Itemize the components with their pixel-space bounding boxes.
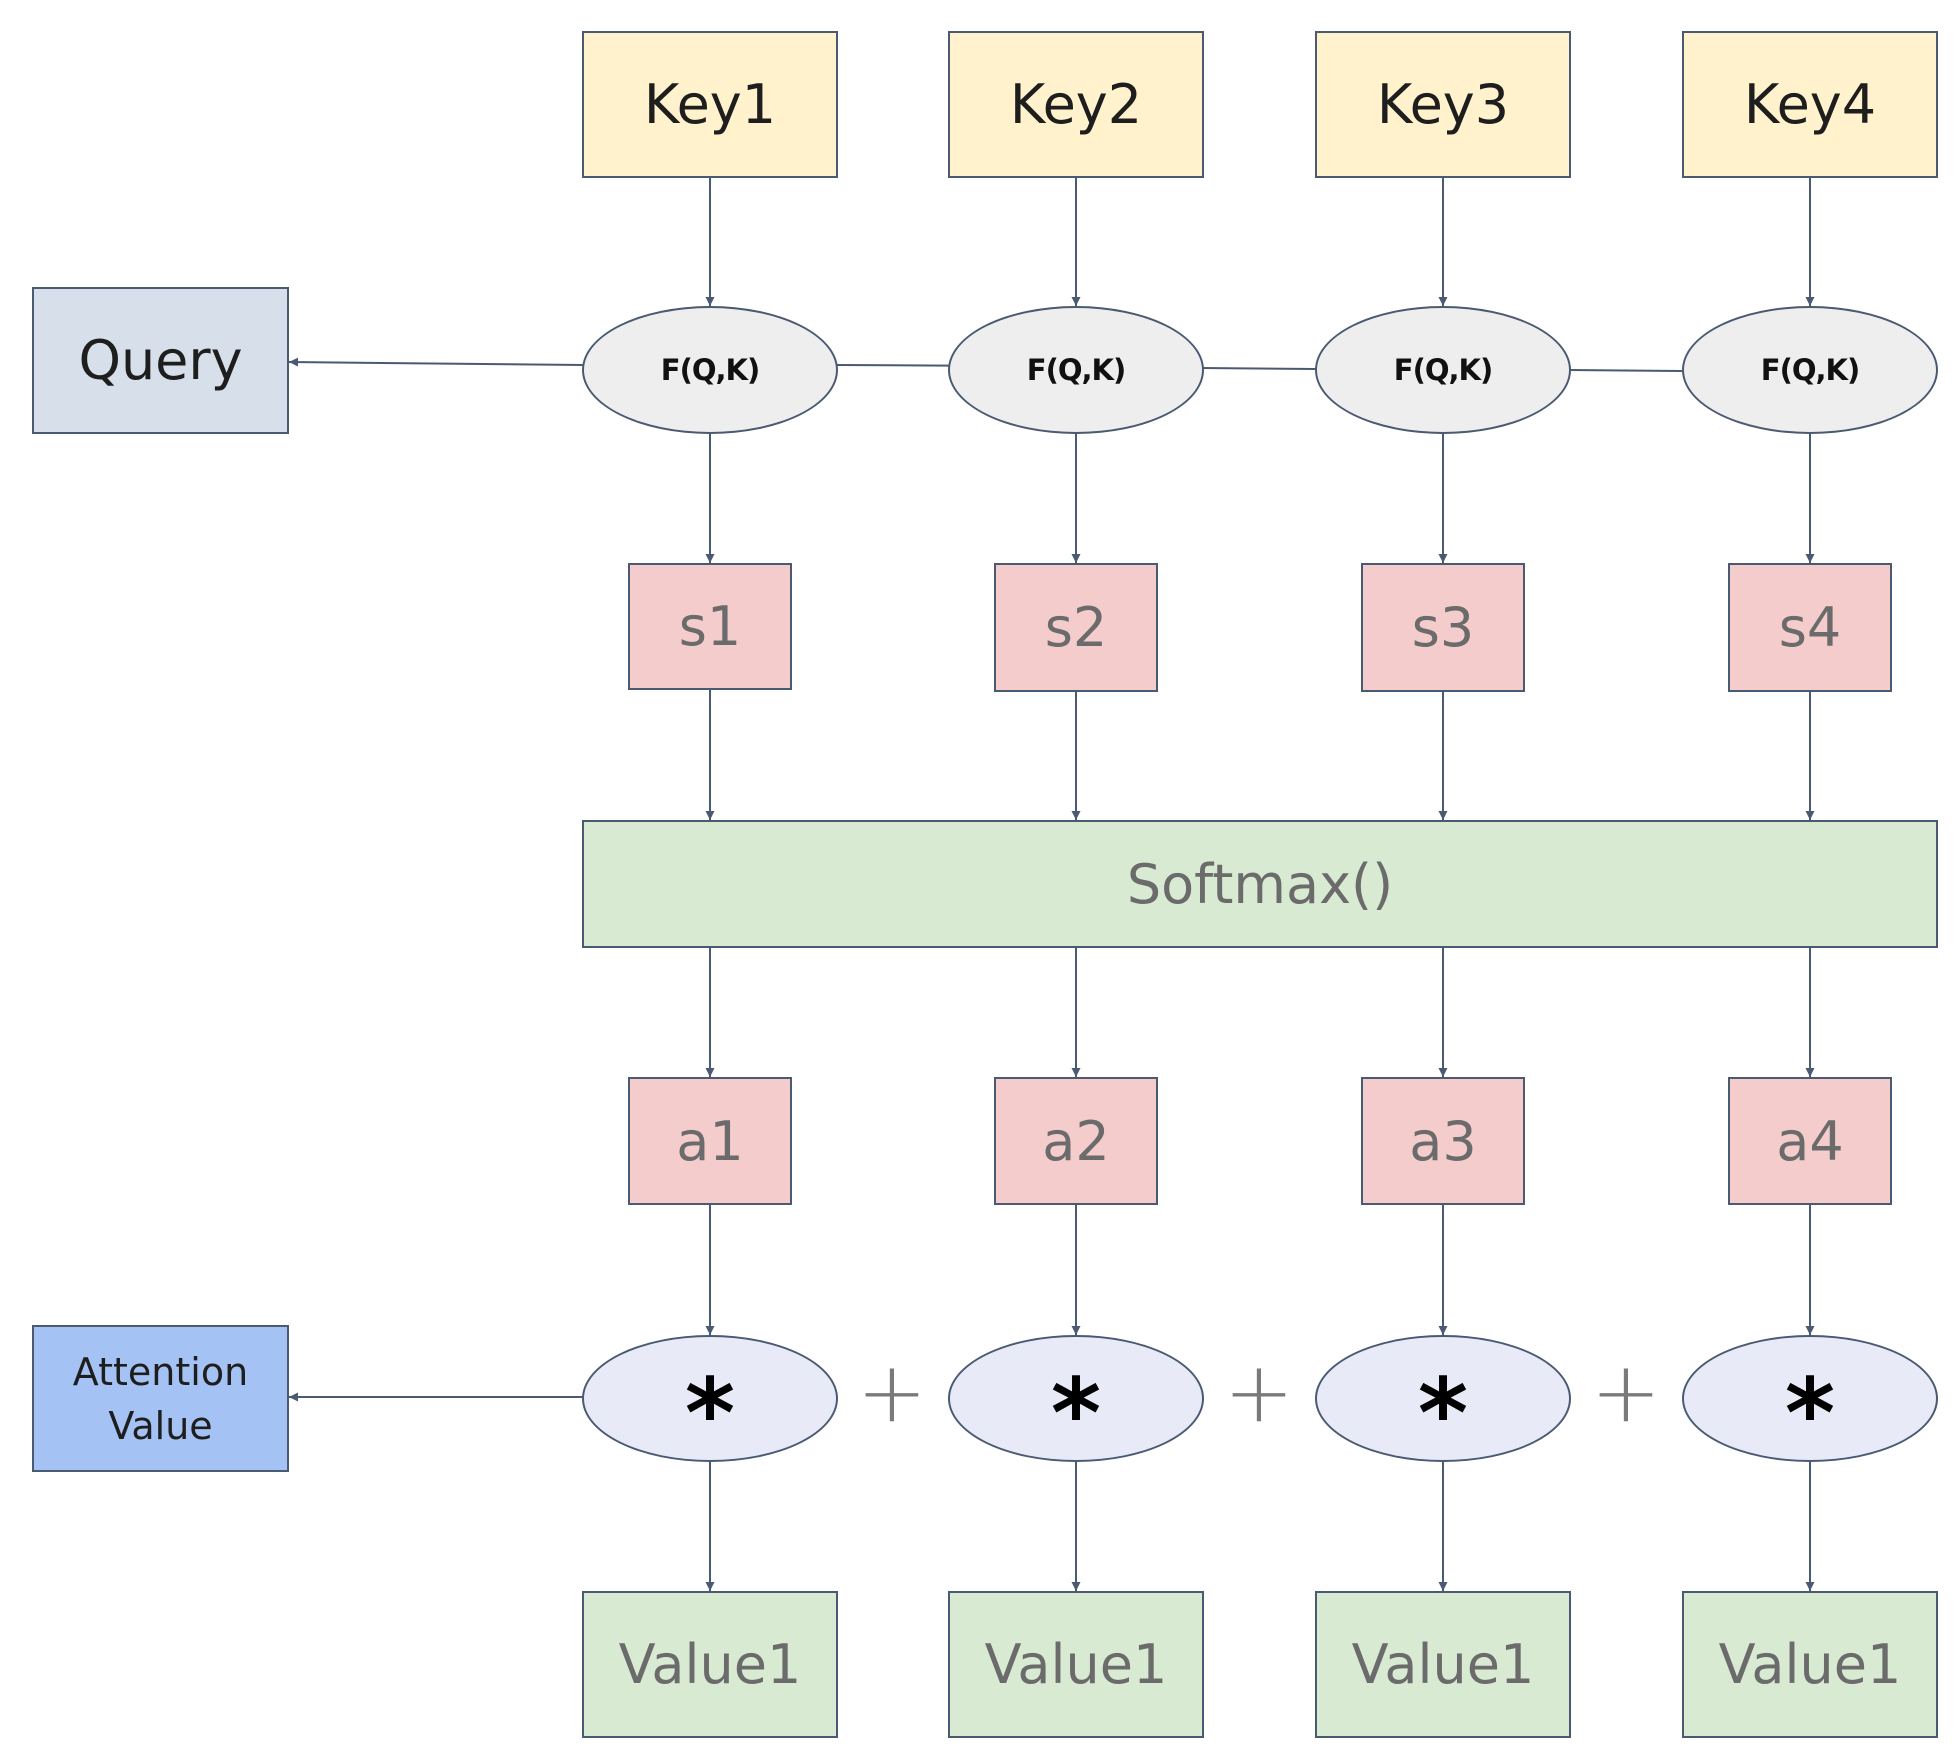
- key-box-4: Key4: [1682, 31, 1938, 178]
- value-label: Value1: [1718, 1633, 1902, 1696]
- weight-label: a3: [1409, 1109, 1477, 1173]
- multiply-node-4: *: [1682, 1335, 1938, 1470]
- value-box-2: Value1: [948, 1591, 1204, 1738]
- score-box-3: s3: [1361, 563, 1525, 692]
- multiply-node-3: *: [1315, 1335, 1571, 1470]
- weight-label: a1: [676, 1109, 744, 1173]
- multiply-icon: *: [1050, 1357, 1102, 1470]
- weight-box-1: a1: [628, 1077, 792, 1205]
- weight-box-2: a2: [994, 1077, 1158, 1205]
- plus-icon-3: +: [1590, 1343, 1662, 1441]
- multiply-icon: *: [1417, 1357, 1469, 1470]
- score-function-4: F(Q,K): [1682, 306, 1938, 434]
- score-function-label: F(Q,K): [1026, 353, 1126, 387]
- softmax-box: Softmax(): [582, 820, 1938, 948]
- attention-value-box: Attention Value: [32, 1325, 289, 1472]
- softmax-label: Softmax(): [1126, 852, 1394, 916]
- plus-icon-2: +: [1223, 1343, 1295, 1441]
- key-box-2: Key2: [948, 31, 1204, 178]
- score-label: s3: [1411, 596, 1475, 659]
- score-box-4: s4: [1728, 563, 1892, 692]
- score-label: s4: [1778, 596, 1842, 659]
- key-label: Key3: [1376, 73, 1510, 136]
- weight-label: a4: [1776, 1109, 1844, 1173]
- query-label: Query: [78, 329, 243, 392]
- score-function-2: F(Q,K): [948, 306, 1204, 434]
- value-box-3: Value1: [1315, 1591, 1571, 1738]
- score-box-2: s2: [994, 563, 1158, 692]
- value-label: Value1: [618, 1633, 802, 1696]
- edge-fqk1-to-query: [288, 357, 584, 367]
- score-function-label: F(Q,K): [1760, 353, 1860, 387]
- weight-box-4: a4: [1728, 1077, 1892, 1205]
- value-label: Value1: [984, 1633, 1168, 1696]
- score-label: s2: [1044, 596, 1108, 659]
- score-label: s1: [678, 595, 742, 658]
- attention-value-label: Attention Value: [72, 1349, 249, 1448]
- multiply-node-2: *: [948, 1335, 1204, 1470]
- multiply-node-1: *: [582, 1335, 838, 1470]
- value-label: Value1: [1351, 1633, 1535, 1696]
- multiply-icon: *: [1784, 1357, 1836, 1470]
- key-label: Key4: [1743, 73, 1877, 136]
- value-box-1: Value1: [582, 1591, 838, 1738]
- score-function-3: F(Q,K): [1315, 306, 1571, 434]
- key-box-1: Key1: [582, 31, 838, 178]
- weight-box-3: a3: [1361, 1077, 1525, 1205]
- key-box-3: Key3: [1315, 31, 1571, 178]
- score-function-label: F(Q,K): [1393, 353, 1493, 387]
- key-label: Key1: [643, 73, 777, 136]
- score-function-label: F(Q,K): [660, 353, 760, 387]
- score-function-1: F(Q,K): [582, 306, 838, 434]
- score-box-1: s1: [628, 563, 792, 690]
- key-label: Key2: [1009, 73, 1143, 136]
- edge-fqk-chain-4-3: [1568, 369, 1683, 372]
- weight-label: a2: [1042, 1109, 1110, 1173]
- edge-fqk-chain-3-2: [1200, 367, 1317, 370]
- value-box-4: Value1: [1682, 1591, 1938, 1738]
- multiply-icon: *: [684, 1357, 736, 1470]
- plus-icon-1: +: [856, 1343, 928, 1441]
- query-box: Query: [32, 287, 289, 434]
